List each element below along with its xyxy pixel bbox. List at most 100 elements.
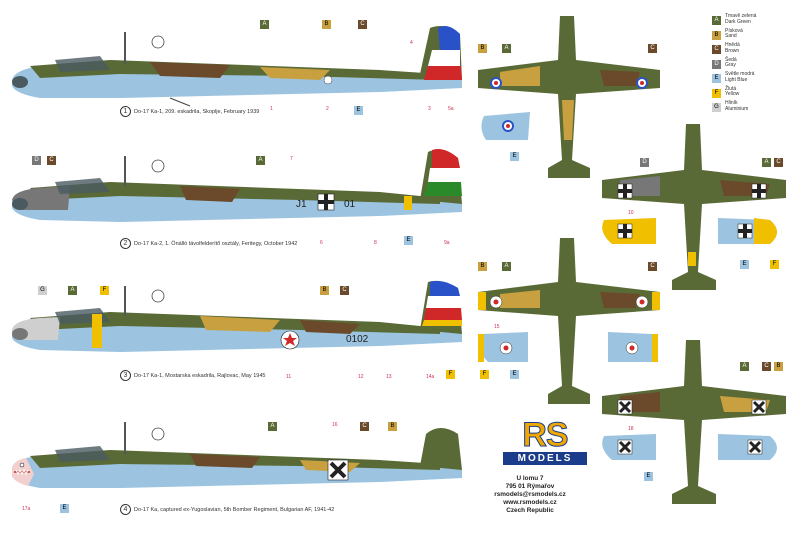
legend-en: Yellow <box>725 91 740 97</box>
profile-3-tag-b: B <box>320 286 329 295</box>
profile-3-tag-f: F <box>100 286 109 295</box>
plan-1-tag-c: C <box>648 44 657 53</box>
plan-3-tag-b: B <box>478 262 487 271</box>
legend-en: Brown <box>725 47 740 54</box>
profile-2-tag-6: 6 <box>320 240 323 246</box>
profile-3-number: 3 <box>120 370 131 381</box>
contact-street: U lomu 7 <box>516 475 544 482</box>
profile-4-tag-a: A <box>268 422 277 431</box>
legend-cz: Hnědá <box>725 42 740 48</box>
plan-2-tag-f: F <box>770 260 779 269</box>
legend-swatch: G <box>712 103 721 112</box>
legend-cz: Žlutá <box>725 85 737 92</box>
profile-3-serial: 0102 <box>346 334 369 345</box>
legend-swatch: E <box>712 74 721 83</box>
plan-2-tag-c: C <box>774 158 783 167</box>
aircraft-profile-2-drawing: J1 01 <box>12 149 462 222</box>
legend-cz: Světle modrá <box>725 71 755 77</box>
legend-en: Aluminium <box>725 105 749 112</box>
profile-2-tag-a: A <box>256 156 265 165</box>
plan-1-tag-a: A <box>502 44 511 53</box>
plan-1-tag-b: B <box>478 44 487 53</box>
profile-4-tag-b: B <box>388 422 397 431</box>
profile-2-number: 2 <box>120 238 131 249</box>
contact-email: rsmodels@rsmodels.cz <box>494 491 566 498</box>
profile-2-tag-c: C <box>47 156 56 165</box>
profile-4-number: 4 <box>120 504 131 515</box>
legend-cz: Hliník <box>725 100 738 106</box>
profile-4-tag-e: E <box>60 504 69 513</box>
legend-swatch: D <box>712 59 721 69</box>
aircraft-profile-3-drawing: 0102 <box>12 280 462 352</box>
contact-website: www.rsmodels.cz <box>503 499 557 506</box>
profile-2-code-right: 01 <box>344 199 356 210</box>
plan-3-tag-e: E <box>510 370 519 379</box>
profile-3-tag-12: 12 <box>358 374 364 380</box>
profile-3-tag-13: 13 <box>386 374 392 380</box>
legend-en: Gray <box>725 62 736 68</box>
profile-4-caption-text: Do-17 Ka, captured ex-Yugoslavian, 5th B… <box>134 506 335 513</box>
profile-3-tag-g: G <box>38 286 47 295</box>
profile-3-caption-text: Do-17 Ka-1, Mostarska eskadrila, Rajlova… <box>134 372 266 379</box>
plan-2-tag-d: D <box>640 158 649 167</box>
legend-en: Dark Green <box>725 18 751 25</box>
legend-en: Sand <box>725 33 737 39</box>
profile-1-tag-1: 1 <box>270 106 273 112</box>
profile-3-tag-11: 11 <box>286 374 292 380</box>
plan-4-tag-e: E <box>644 472 653 481</box>
legend-swatch: F <box>712 88 721 98</box>
profile-3-tag-c: C <box>340 286 349 295</box>
profile-1-tag-3: 3 <box>428 106 431 112</box>
rs-models-logo: RS MODELS <box>503 418 587 465</box>
profile-4-tag-17a: 17a <box>22 506 31 512</box>
legend-cz: Tmavě zelená <box>725 13 757 19</box>
profile-1-tag-4: 4 <box>410 40 413 46</box>
profile-1-number: 1 <box>120 106 131 117</box>
legend-en: Light Blue <box>725 76 748 83</box>
legend-cz: Písková <box>725 27 743 34</box>
profile-1-tag-2: 2 <box>326 106 329 112</box>
profile-3-tag-14a: 14a <box>426 374 435 380</box>
profile-2-tag-d: D <box>32 156 41 165</box>
logo-models: MODELS <box>503 452 587 465</box>
plan-4-tag-a: A <box>740 362 749 371</box>
plan-view-2 <box>602 124 786 290</box>
profile-3-tag-a: A <box>68 286 77 295</box>
profile-1-tag-a: A <box>260 20 269 29</box>
plan-4-tag-c: C <box>762 362 771 371</box>
plan-2-tag-e: E <box>740 260 749 269</box>
plan-3-tag-c: C <box>648 262 657 271</box>
legend-swatch: B <box>712 30 721 40</box>
profile-2-tag-9a: 9a <box>444 240 450 246</box>
profile-2-tag-e: E <box>404 236 413 245</box>
profile-1-tag-b: B <box>322 20 331 29</box>
contact-block: U lomu 7 795 01 Rýmařov rsmodels@rsmodel… <box>470 475 590 515</box>
plan-view-4 <box>602 340 786 504</box>
plan-1-tag-e: E <box>510 152 519 161</box>
profile-2-tag-7: 7 <box>290 156 293 162</box>
logo-rs: RS <box>503 418 587 453</box>
legend-swatch: A <box>712 16 721 25</box>
profile-2-caption-text: Do-17 Ka-2, 1. Önálló távolfelderítő osz… <box>134 240 298 247</box>
profile-1-tag-5a: 5a <box>448 106 454 112</box>
plan-3-tag-a: A <box>502 262 511 271</box>
profile-1-caption-text: Do-17 Ka-1, 209. eskadrila, Skoplje, Feb… <box>134 108 260 115</box>
plan-2-tag-10: 10 <box>628 210 634 216</box>
legend-swatch: C <box>712 45 721 54</box>
